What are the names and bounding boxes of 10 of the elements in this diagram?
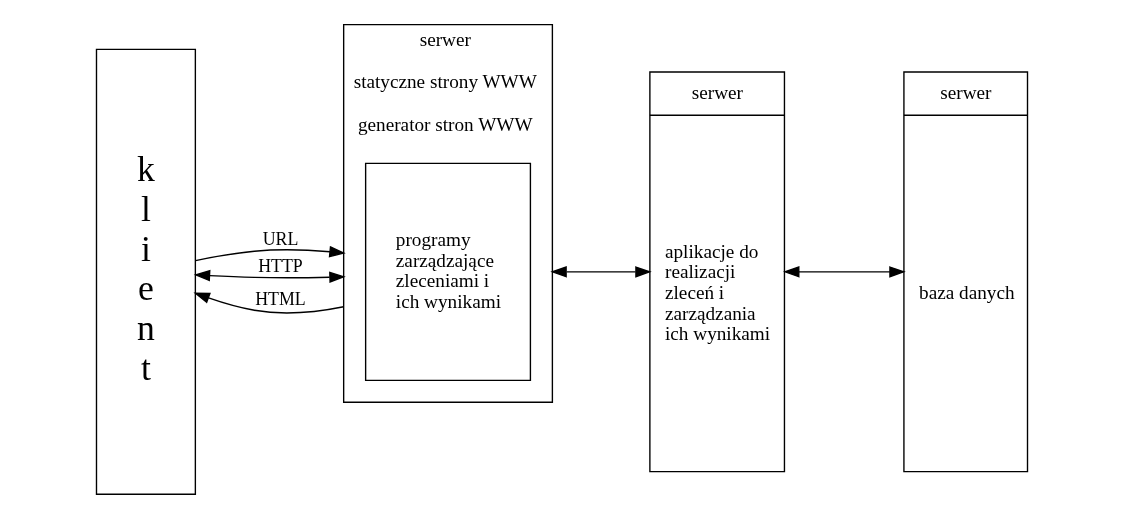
edge-label: HTTP xyxy=(258,256,303,277)
node-box: klient xyxy=(95,48,197,495)
arrow xyxy=(783,266,906,278)
node-box: programy zarządzające zleceniami i ich wynikami xyxy=(364,162,532,381)
arrow xyxy=(193,292,345,314)
arrow xyxy=(550,266,652,278)
arrow xyxy=(194,245,346,262)
edge-label: URL xyxy=(262,228,299,249)
arrow xyxy=(193,269,346,283)
edge-label: HTML xyxy=(255,289,306,310)
